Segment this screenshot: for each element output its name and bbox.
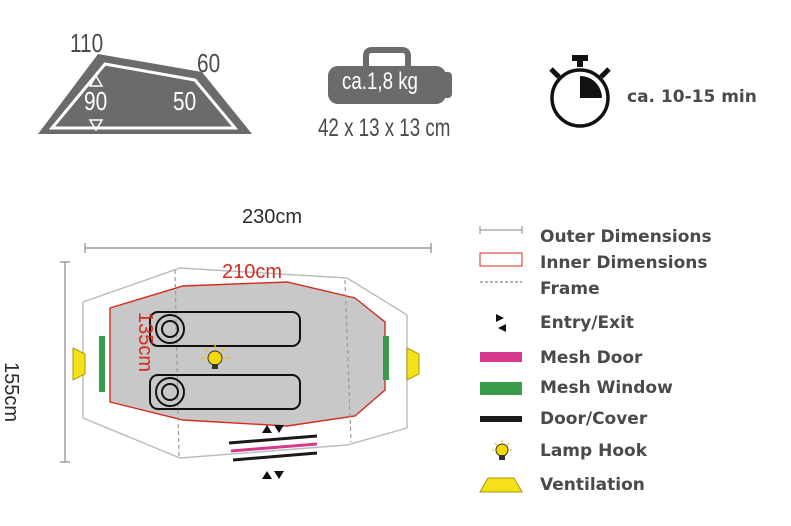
legend-label: Entry/Exit — [540, 313, 635, 333]
weight-bag: ca.1,8 kg 42 x 13 x 13 cm — [318, 46, 458, 146]
sleeping-bag-1 — [149, 311, 301, 347]
ventilation-icon — [478, 472, 526, 498]
arrow-down-icon — [88, 119, 104, 132]
inner-front-label: 90 — [84, 86, 108, 116]
legend-label: Mesh Door — [540, 348, 643, 368]
weight-label: ca.1,8 kg — [342, 68, 418, 95]
frame-icon — [478, 276, 526, 302]
entry-exit-icon-bottom — [262, 471, 284, 479]
height-front-label: 110 — [70, 28, 104, 58]
legend-label: Inner Dimensions — [540, 253, 708, 273]
ventilation-right — [406, 347, 420, 381]
legend-inner-dimensions: Inner Dimensions — [478, 250, 708, 276]
floorplan-diagram — [60, 243, 432, 479]
mesh-door — [230, 442, 318, 453]
bag-icon — [328, 47, 452, 104]
outer-length-label: 230cm — [242, 206, 303, 228]
tent-profile: 110 60 90 50 — [30, 26, 260, 142]
inner-width-label: 135cm — [132, 312, 156, 432]
frame-line-right — [344, 279, 352, 443]
outer-width-label: 155cm — [0, 362, 22, 482]
door-cover-bottom — [232, 451, 318, 462]
legend-label: Door/Cover — [540, 409, 648, 429]
legend-frame: Frame — [478, 276, 600, 302]
setup-time: ca. 10-15 min — [545, 55, 785, 135]
legend-label: Frame — [540, 279, 600, 299]
legend-mesh-window: Mesh Window — [478, 375, 673, 401]
legend-label: Mesh Window — [540, 378, 673, 398]
outer-width-text: 155cm — [0, 362, 22, 423]
outer-dimensions-icon — [478, 224, 526, 250]
lamp-hook-icon — [201, 344, 229, 369]
sleeping-bag-2 — [149, 374, 301, 410]
arrow-up-icon — [88, 74, 104, 87]
stopwatch-icon — [549, 55, 611, 128]
legend-door-cover: Door/Cover — [478, 406, 647, 432]
mesh-window-left — [99, 336, 105, 392]
ventilation-left — [72, 347, 86, 381]
door-cover-swatch — [478, 406, 526, 432]
lamp-hook-icon — [478, 438, 526, 464]
tent-profile-shape — [38, 54, 252, 134]
legend-lamp-hook: Lamp Hook — [478, 438, 647, 464]
legend-outer-dimensions: Outer Dimensions — [478, 224, 712, 250]
legend-label: Outer Dimensions — [540, 227, 712, 247]
height-back-label: 60 — [197, 48, 221, 78]
legend-mesh-door: Mesh Door — [478, 345, 642, 371]
inner-width-text: 135cm — [134, 312, 156, 373]
inner-dimensions-icon — [478, 250, 526, 276]
mesh-door-swatch — [478, 345, 526, 371]
legend-label: Lamp Hook — [540, 441, 647, 461]
legend-ventilation: Ventilation — [478, 472, 645, 498]
legend-entry-exit: Entry/Exit — [478, 310, 634, 336]
entry-exit-icon — [478, 310, 526, 336]
mesh-window-right — [383, 336, 389, 380]
packsize-label: 42 x 13 x 13 cm — [318, 114, 451, 142]
inner-length-label: 210cm — [222, 261, 283, 283]
frame-line-left — [174, 269, 180, 457]
door-cover-top — [228, 434, 318, 445]
entry-exit-icon-top — [262, 425, 284, 433]
setup-time-label: ca. 10-15 min — [627, 87, 757, 107]
legend-label: Ventilation — [540, 475, 645, 495]
mesh-window-swatch — [478, 375, 526, 401]
inner-back-label: 50 — [173, 86, 197, 116]
